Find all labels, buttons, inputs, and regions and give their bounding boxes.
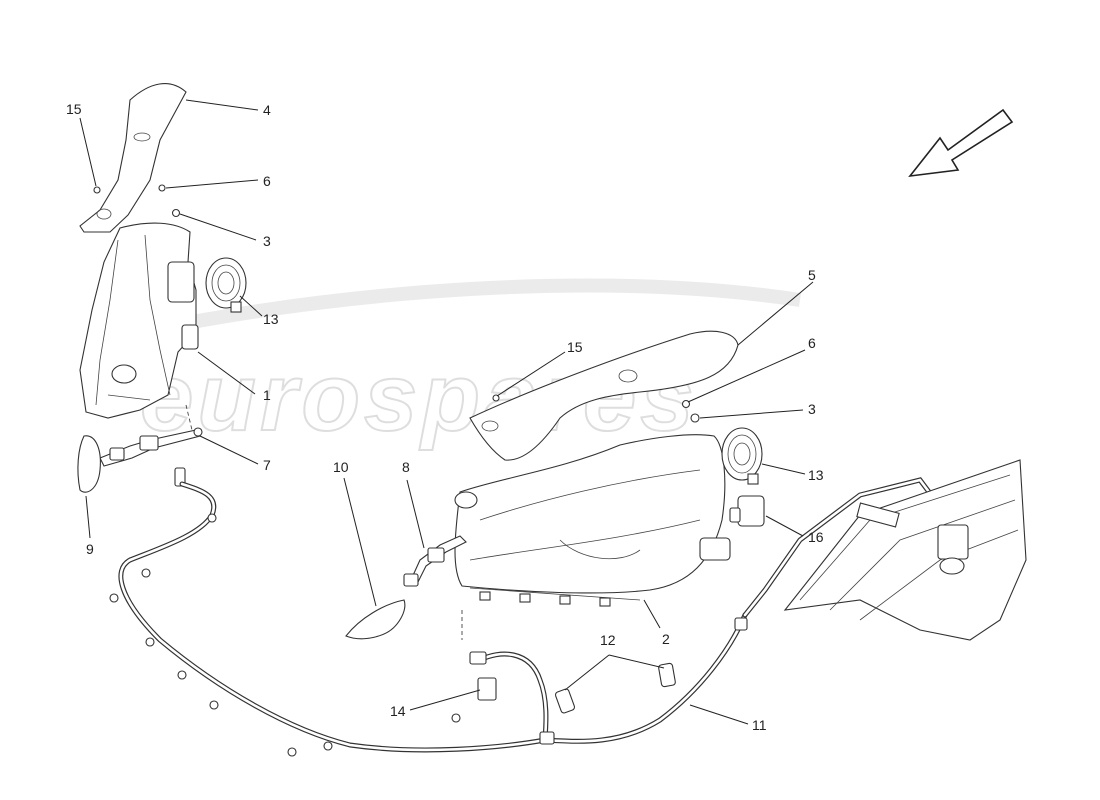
hose-connector-left xyxy=(174,467,186,487)
hose-clips xyxy=(109,513,748,757)
callout-label: 2 xyxy=(662,631,670,647)
callout-label: 15 xyxy=(567,339,583,355)
screw-6-left xyxy=(158,184,166,192)
screw-3-left xyxy=(171,208,181,218)
headlamp-cap-left xyxy=(205,257,247,313)
headlamp-left xyxy=(79,222,199,419)
callout-label: 16 xyxy=(808,529,824,545)
screw-15-left xyxy=(93,186,101,194)
washer-reservoir xyxy=(783,459,1027,641)
callout-leaders xyxy=(79,99,814,725)
callout-label: 7 xyxy=(263,457,271,473)
screw-15-right xyxy=(492,394,500,402)
callout-label: 12 xyxy=(600,632,616,648)
screw-6-right xyxy=(681,399,691,409)
callout-label: 9 xyxy=(86,541,94,557)
callout-label: 11 xyxy=(752,717,767,733)
hose-connector-14 xyxy=(469,651,497,701)
washer-nozzle-left xyxy=(99,427,203,467)
callout-label: 15 xyxy=(66,101,82,117)
washer-nozzle-right xyxy=(403,535,467,587)
hose-connectors-12 xyxy=(554,662,676,714)
arrow-down-left-icon xyxy=(908,108,1014,178)
trim-panel-left xyxy=(79,83,187,233)
nozzle-cover-left xyxy=(77,435,101,493)
headlamp-right xyxy=(454,434,731,607)
callout-label: 8 xyxy=(402,459,410,475)
callout-label: 14 xyxy=(390,703,406,719)
callout-label: 5 xyxy=(808,267,816,283)
callout-label: 6 xyxy=(263,173,271,189)
callout-label: 1 xyxy=(263,387,271,403)
callout-label: 6 xyxy=(808,335,816,351)
leveling-motor xyxy=(729,495,765,527)
nozzle-cover-right xyxy=(345,599,406,640)
callout-label: 13 xyxy=(808,467,824,483)
callout-label: 10 xyxy=(333,459,349,475)
callout-label: 3 xyxy=(808,401,816,417)
callout-label: 13 xyxy=(263,311,279,327)
trim-panel-right xyxy=(469,330,739,461)
headlamp-cap-right xyxy=(721,427,763,485)
callout-labels: 15 4 6 3 13 1 7 9 5 15 6 3 13 16 10 8 2 … xyxy=(66,101,824,733)
callout-label: 3 xyxy=(263,233,271,249)
callout-label: 4 xyxy=(263,102,271,118)
screw-3-right xyxy=(690,413,700,423)
